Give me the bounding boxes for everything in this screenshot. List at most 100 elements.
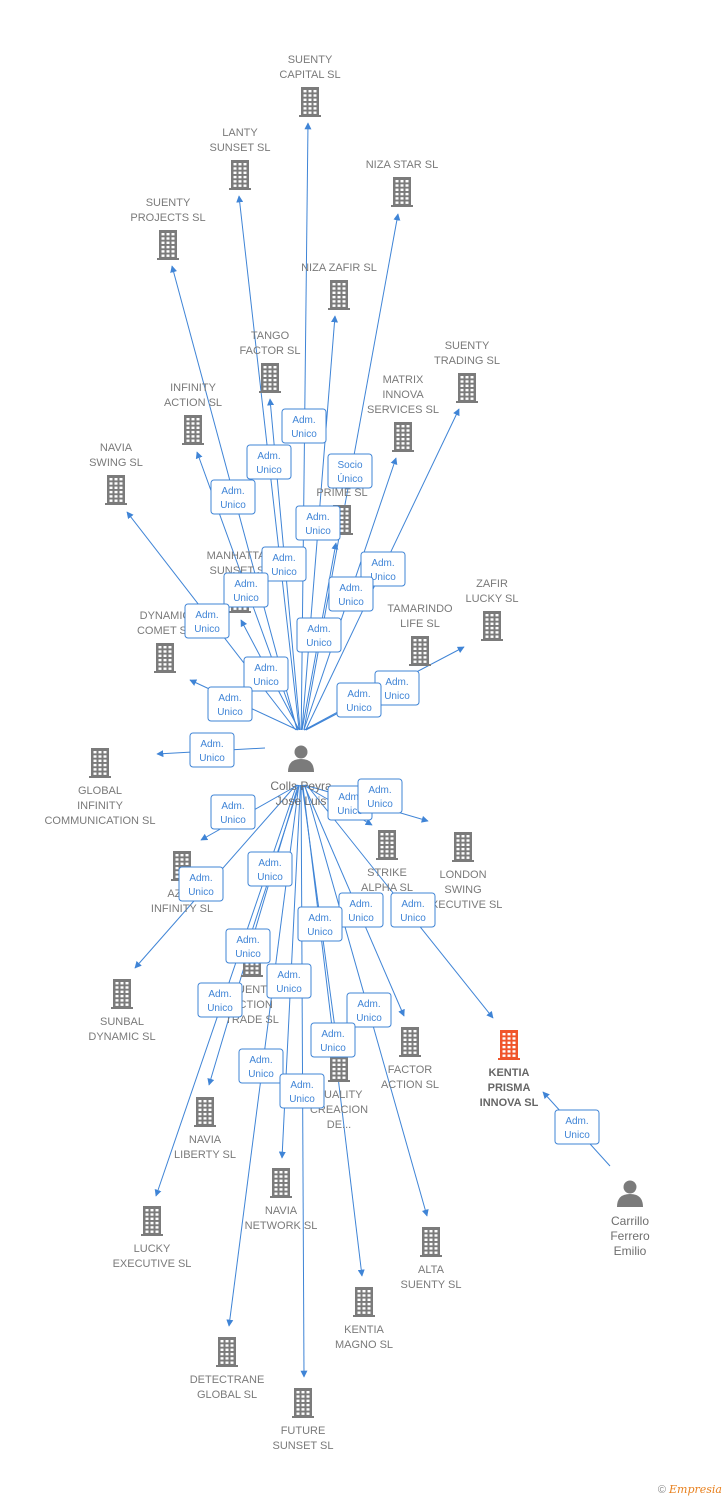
relation-label[interactable]: Adm.Unico [247,851,293,887]
relation-label[interactable]: Adm.Unico [225,928,271,964]
relation-label[interactable]: Adm.Unico [328,576,374,612]
building-window [424,1234,428,1237]
building-window [98,763,102,767]
building-window [191,418,195,421]
relation-label-text: Adm. [347,689,370,700]
relation-label[interactable]: Adm.Unico [184,603,230,639]
building-window [145,1209,149,1212]
building-window [502,1045,506,1049]
relation-label[interactable]: Adm.Unico [210,479,256,515]
company-name: LUCKY [134,1243,171,1255]
building-window [196,426,200,429]
building-window [395,184,399,187]
building-window [303,111,307,114]
relation-label[interactable]: Adm.Unico [281,408,327,444]
company-node-niza-zafir[interactable]: NIZA ZAFIR SL [301,262,377,310]
relation-label[interactable]: Adm.Unico [207,686,253,722]
relation-label[interactable]: Adm.Unico [178,866,224,902]
relation-label[interactable]: Adm.Unico [296,617,342,653]
relation-label[interactable]: Adm.Unico [243,656,289,692]
relation-label[interactable]: Adm.Unico [279,1073,325,1109]
building-window [380,845,384,849]
company-name: LUCKY SL [466,593,519,605]
building-window [495,631,499,634]
building-window [495,635,499,638]
relation-label[interactable]: Adm.Unico [210,794,256,830]
relation-label[interactable]: Adm.Unico [336,682,382,718]
building-window [332,1072,336,1075]
building-base [328,1080,350,1082]
relation-label[interactable]: Adm.Unico [295,505,341,541]
footer-brand[interactable]: © Empresia [658,1483,722,1496]
building-window [390,833,394,836]
relation-label[interactable]: Adm.Unico [297,906,343,942]
relation-label[interactable]: Adm.Unico [261,546,307,582]
relation-label-text: Único [337,472,363,485]
relation-label[interactable]: Adm.Unico [374,670,420,706]
building-window [332,291,336,294]
relation-label[interactable]: Adm.Unico [238,1048,284,1084]
relation-label[interactable]: Adm.Unico [357,778,403,814]
company-node-niza-star[interactable]: NIZA STAR SL [366,159,439,207]
building-window [423,647,427,650]
building-window [408,1038,412,1041]
building-window [263,383,267,386]
relation-label[interactable]: Adm.Unico [197,982,243,1018]
building-window [145,1226,149,1229]
building-window [163,654,167,657]
building-window [400,197,404,200]
building-window [385,854,389,857]
building-window [220,1344,224,1347]
building-window [485,631,489,634]
relation-label[interactable]: Adm.Unico [189,732,235,768]
relation-label[interactable]: Adm.Unico [310,1022,356,1058]
building-window [502,1033,506,1036]
building-window [161,250,165,253]
building-window [413,656,417,659]
building-window [396,442,400,445]
building-window [418,656,422,659]
building-window [362,1311,366,1314]
relation-label-box [297,906,343,942]
relation-label[interactable]: Adm.Unico [554,1109,600,1145]
relation-label[interactable]: Adm.Unico [346,992,392,1028]
relation-label[interactable]: Adm.Unico [338,892,384,928]
relation-label[interactable]: Adm.Unico [390,892,436,928]
company-name: ALPHA SL [361,882,413,894]
relation-label[interactable]: Adm.Unico [246,444,292,480]
building-window [296,1403,300,1407]
building-window [507,1041,511,1044]
relation-label[interactable]: Adm.Unico [266,963,312,999]
building-window [109,486,113,489]
building-window [284,1171,288,1174]
relation-label[interactable]: Adm.Unico [223,572,269,608]
